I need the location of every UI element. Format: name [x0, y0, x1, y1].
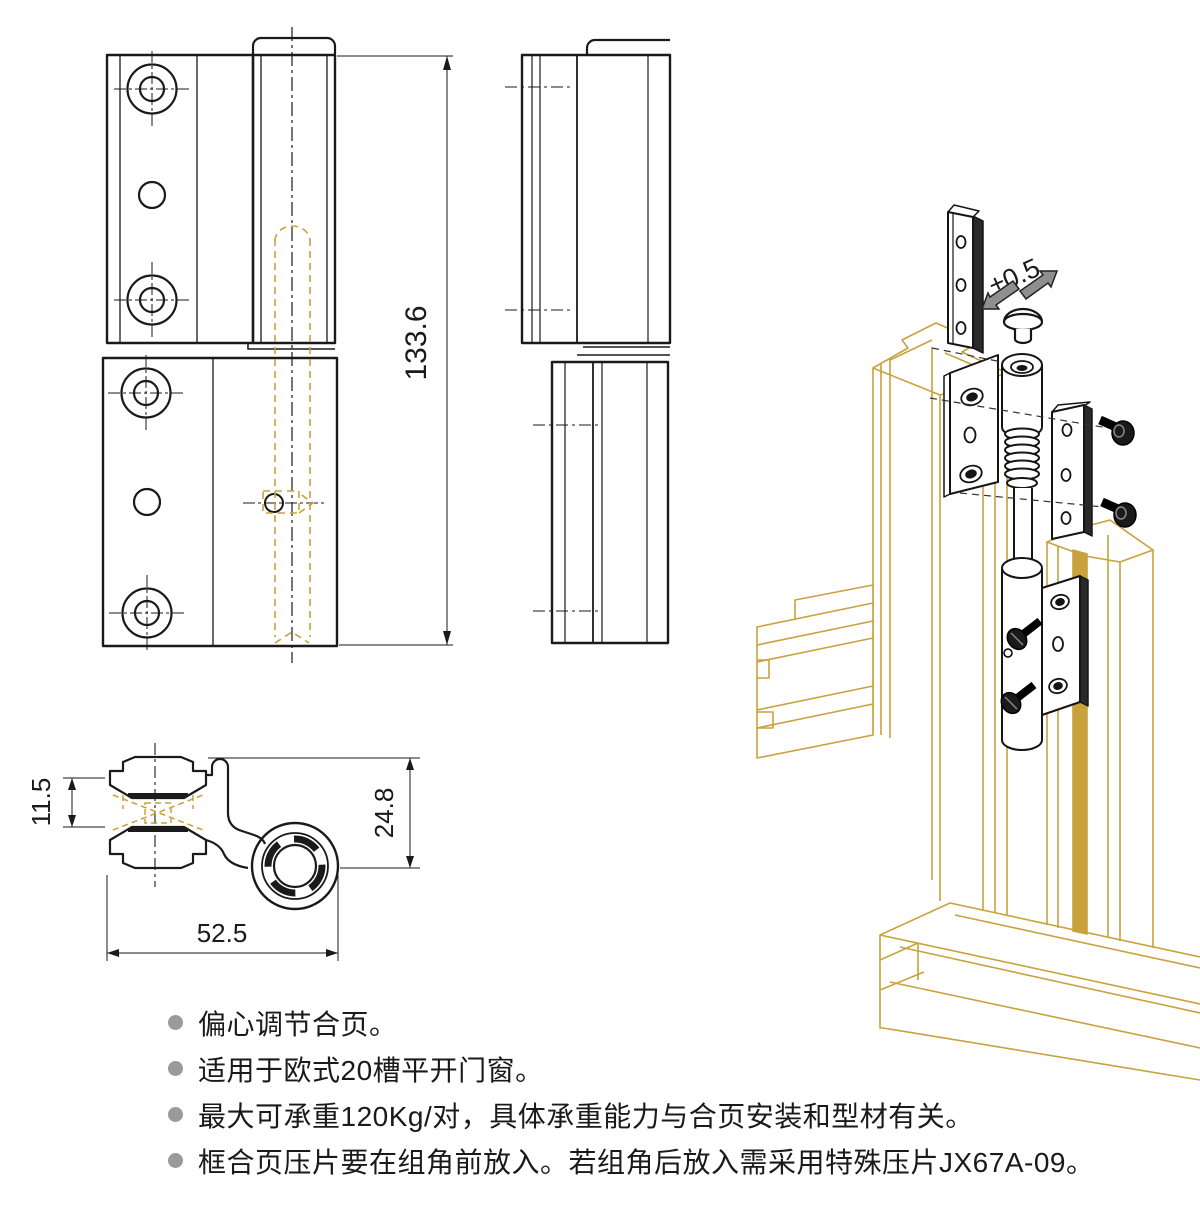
bullet-icon [168, 1153, 183, 1168]
screw-icon [1003, 617, 1043, 658]
note-item: 适用于欧式20槽平开门窗。 [168, 1052, 1094, 1086]
isometric-view: ±0.5 [756, 204, 1200, 1081]
hinge-spring [1004, 427, 1040, 489]
side-view [505, 38, 672, 645]
clamp-profile-bottom [108, 825, 208, 870]
profile-arm-outer [226, 799, 267, 845]
side-upper-body [520, 53, 672, 345]
dim-axis-label: 24.8 [369, 788, 399, 839]
leaf-hole-icon [1048, 593, 1070, 695]
screw-icon [1000, 681, 1037, 715]
note-text: 最大可承重120Kg/对，具体承重能力与合页安装和型材有关。 [198, 1100, 974, 1132]
note-text: 适用于欧式20槽平开门窗。 [198, 1054, 544, 1086]
screw-icon [1100, 497, 1137, 528]
bullet-icon [168, 1015, 183, 1030]
leaf-hole-icon [959, 387, 984, 484]
note-text: 偏心调节合页。 [198, 1008, 398, 1040]
screws [1000, 415, 1137, 715]
hinge-barrel [251, 53, 337, 345]
barrel-section [250, 821, 340, 911]
adjust-arrow-icon [980, 279, 1021, 310]
side-lower-body [550, 360, 670, 645]
notes-list: 偏心调节合页。 适用于欧式20槽平开门窗。 最大可承重120Kg/对，具体承重能… [168, 1006, 1094, 1178]
profile-arm-inner [205, 838, 249, 870]
backing-plate-right [1051, 401, 1093, 540]
clamp-profile-top [108, 755, 208, 800]
alignment-leaders [929, 347, 1115, 509]
adjust-arrow-icon [1018, 270, 1059, 301]
dim-height-label: 133.6 [400, 305, 433, 380]
note-item: 框合页压片要在组角前放入。若组角后放入需采用特殊压片JX67A-09。 [168, 1144, 1094, 1178]
cover-cap [1002, 307, 1044, 345]
hidden-pin-channel [262, 225, 315, 644]
hidden-jaw [112, 794, 204, 831]
frame-leaf [105, 53, 255, 345]
note-text: 框合页压片要在组角前放入。若组角后放入需采用特殊压片JX67A-09。 [198, 1146, 1095, 1178]
dimension-groove: 11.5 [26, 777, 105, 828]
dimension-axis: 24.8 [208, 757, 420, 869]
hinge-upper-body [943, 353, 1043, 498]
sash-leaf [101, 356, 339, 648]
sill-profile [879, 902, 1200, 1081]
backing-plate-top [947, 204, 984, 354]
knuckle-collar [247, 343, 335, 350]
bullet-icon [168, 1107, 183, 1122]
screw-icon [1098, 415, 1135, 446]
plate-hole-icon [955, 235, 967, 335]
hinge-cap-side [585, 38, 670, 55]
dimension-height: 133.6 [337, 55, 453, 646]
note-item: 最大可承重120Kg/对，具体承重能力与合页安装和型材有关。 [168, 1098, 1094, 1132]
plate-hole-icon [1060, 423, 1073, 525]
dim-width-label: 52.5 [197, 918, 248, 948]
hinge-cap [251, 36, 337, 55]
tolerance-annotation: ±0.5 [980, 252, 1059, 310]
front-view: 133.6 [101, 27, 453, 663]
hinge-pin-shaft [1013, 488, 1033, 564]
jamb-profile [756, 584, 874, 759]
dim-groove-label: 11.5 [26, 778, 56, 827]
bullet-icon [168, 1061, 183, 1076]
note-item: 偏心调节合页。 [168, 1006, 1094, 1040]
dimension-width: 52.5 [106, 875, 339, 961]
profile-hook [206, 757, 230, 799]
hinge-hardware [943, 204, 1093, 751]
section-view: 11.5 24.8 52.5 [26, 743, 420, 961]
